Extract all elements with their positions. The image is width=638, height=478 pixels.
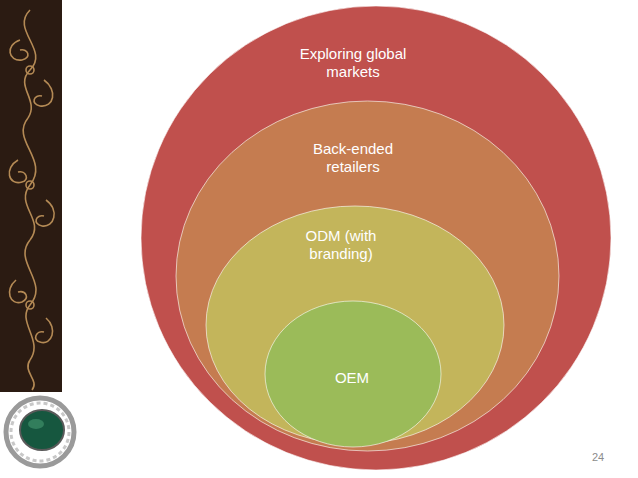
page-number: 24 — [592, 451, 604, 463]
ring-illustration — [6, 398, 74, 466]
nested-ellipse: OEM — [264, 300, 442, 448]
ring-label: ODM (with branding) — [297, 227, 385, 263]
ornament-strip — [0, 0, 62, 392]
nested-ellipse: ODM (with branding) OEM — [205, 205, 505, 445]
ellipse-fill — [265, 301, 441, 447]
nested-ellipse: Exploring global marketsBack-ended retai… — [140, 5, 612, 471]
swirl-ornament — [9, 10, 54, 390]
ring-label: OEM — [312, 369, 392, 387]
nested-ellipse: Back-ended retailersODM (with branding)O… — [175, 100, 560, 452]
ellipse-fill — [176, 101, 559, 451]
ring-label: Back-ended retailers — [303, 140, 403, 176]
ellipse-fill — [141, 6, 611, 470]
ring-label: Exploring global markets — [288, 45, 418, 81]
